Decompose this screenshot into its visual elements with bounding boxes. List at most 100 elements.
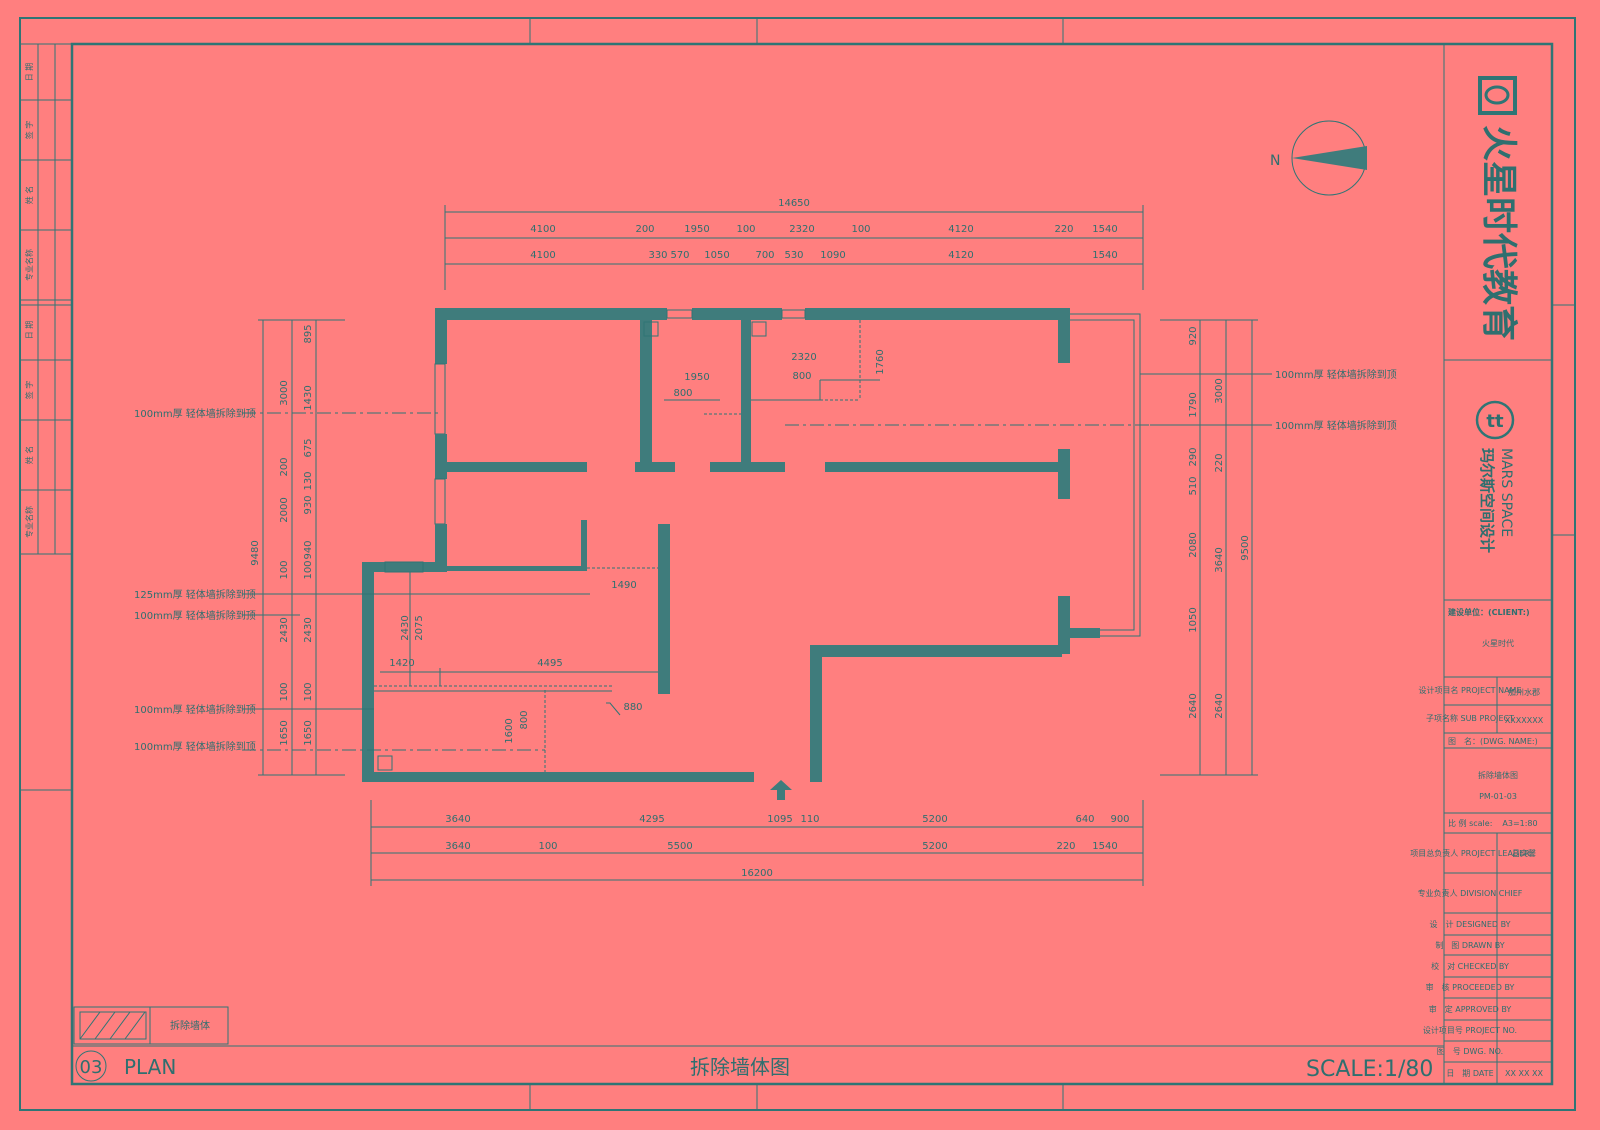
entrance-arrow [770,780,792,800]
strip-cell: 姓 名 [24,446,34,465]
dim-label: 4495 [537,658,562,669]
dim-label: 330 [648,250,667,261]
plan-scale: SCALE:1/80 [1306,1057,1433,1082]
dim-label: 100 [279,560,290,579]
outer-frame [19,17,1576,1111]
dim-label: 1950 [684,224,709,235]
plan-title: 拆除墙体图 [690,1055,790,1079]
sub-project-label: 子项名称 SUB PROJECT [1426,713,1514,723]
dim-right-total: 9500 [1240,535,1251,560]
dim-label: 1650 [279,720,290,745]
dim-label: 2000 [279,497,290,522]
dim-label: 2640 [1188,693,1199,718]
dim-label: 290 [1188,447,1199,466]
brand-cn: 玛尔斯空间设计 [1478,448,1496,553]
dim-label: 895 [303,324,314,343]
left-strip: 日 期 签 字 姓 名 专业名称 日 期 签 字 姓 名 专业名称 [19,43,73,555]
sheet-number: 03 [80,1057,103,1078]
dwg-title: 拆除墙体图 [1478,770,1518,780]
dim-label: 1420 [389,658,414,669]
dim-label: 5200 [922,814,947,825]
right-dimensions: 920 1790 290 510 2080 1050 2640 3000 220… [1160,319,1258,776]
strip-cell: 签 字 [24,381,34,400]
dim-label: 2430 [303,617,314,642]
dim-label: 4100 [530,250,555,261]
strip-cell: 日 期 [25,321,34,340]
svg-text:tt: tt [1486,411,1504,432]
dim-label: 220 [1214,453,1225,472]
dim-label: 1430 [303,385,314,410]
dim-label: 2320 [791,352,816,363]
dim-label: 2075 [414,615,425,640]
row-label: 审 定 APPROVED BY [1429,1004,1512,1014]
dim-bottom-total: 16200 [741,868,773,879]
scale-value: A3=1:80 [1502,819,1537,828]
dim-label: 100 [279,682,290,701]
note-left: 100mm厚 轻体墙拆除到顶 [134,703,256,716]
row-label: 制 图 DRAWN BY [1435,940,1504,950]
strip-cell: 专业名称 [24,506,34,538]
dim-label: 675 [303,438,314,457]
dim-label: 570 [670,250,689,261]
brand-logo: tt MARS SPACE 玛尔斯空间设计 [1475,400,1515,553]
client-value: 火星时代 [1482,638,1514,648]
legend-label: 拆除墙体 [170,1019,210,1032]
dim-label: 1050 [704,250,729,261]
scale-label: 比 例 scale: [1448,818,1492,828]
inner-frame [70,42,1554,1086]
dim-label: 1790 [1188,392,1199,417]
dim-label: 920 [1188,326,1199,345]
row-label: 校 对 CHECKED BY [1431,961,1509,971]
note-left: 100mm厚 轻体墙拆除到顶 [134,609,256,622]
project-label: 设计项目名 PROJECT NAME [1418,685,1521,695]
north-label: N [1270,153,1280,169]
dim-label: 4120 [948,250,973,261]
dim-label: 530 [784,250,803,261]
dim-label: 1650 [303,720,314,745]
dim-label: 1950 [684,372,709,383]
sheet-footer: 03 PLAN 拆除墙体图 SCALE:1/80 [72,1045,1444,1082]
dim-label: 3640 [445,841,470,852]
brand-en: MARS SPACE [1498,448,1514,537]
dim-label: 100 [303,560,314,579]
dim-label: 200 [279,457,290,476]
note-right: 100mm厚 轻体墙拆除到顶 [1275,419,1397,432]
walls [362,308,1141,800]
dim-label: 4295 [639,814,664,825]
dim-label: 2640 [1214,693,1225,718]
dim-label: 2320 [789,224,814,235]
dim-label: 510 [1188,476,1199,495]
dwg-label: 图 名：(DWG. NAME:) [1448,736,1538,746]
dim-label: 800 [673,388,692,399]
dim-label: 220 [1056,841,1075,852]
bottom-dimensions: 3640 4295 1095 110 5200 640 900 3640 100… [370,800,1144,886]
leader-value: 吕奕馨 [1512,848,1536,858]
leader-label: 项目总负责人 PROJECT LEADER [1410,848,1530,858]
dim-label: 2430 [400,615,411,640]
row-label: 设计项目号 PROJECT NO. [1423,1025,1517,1035]
dim-label: 110 [800,814,819,825]
dim-label: 1540 [1092,250,1117,261]
dim-label: 1540 [1092,841,1117,852]
company-logo: 火星时代教育 [1478,76,1519,341]
strip-cell: 专业名称 [24,249,34,281]
dim-top-total: 14650 [778,198,810,209]
legend: 拆除墙体 [73,1006,229,1045]
dim-label: 220 [1054,224,1073,235]
chief-label: 专业负责人 DIVISION CHIEF [1418,888,1523,898]
row-label: 图 号 DWG. NO. [1437,1047,1503,1056]
dim-label: 130 [303,471,314,490]
north-arrow: N [1270,120,1367,196]
dim-label: 1600 [504,718,515,743]
sub-project-value: XXXXXXX [1505,716,1544,725]
dim-label: 900 [1110,814,1129,825]
dwg-code: PM-01-03 [1479,792,1517,801]
dim-label: 200 [635,224,654,235]
title-block: 火星时代教育 tt MARS SPACE 玛尔斯空间设计 建设单位：(CLIEN… [1410,43,1553,1085]
dim-label: 100 [538,841,557,852]
dim-label: 1095 [767,814,792,825]
notes: 100mm厚 轻体墙拆除到顶 125mm厚 轻体墙拆除到顶 100mm厚 轻体墙… [134,368,1397,753]
interior-dims: 1950 800 2320 800 1760 1490 2430 2075 14… [389,349,886,743]
top-dimensions: 14650 4100 200 1950 100 2320 100 4120 22… [444,198,1144,290]
